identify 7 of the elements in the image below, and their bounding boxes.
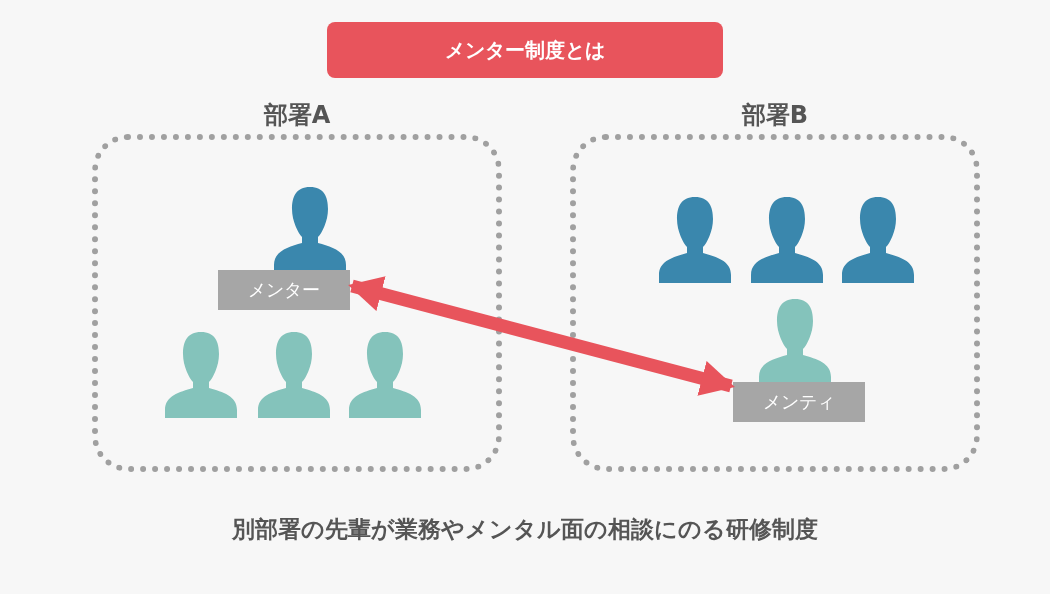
group-heading: 部署B — [740, 100, 810, 130]
role-label: メンティ — [733, 382, 865, 422]
role-label: メンター — [218, 270, 350, 310]
group-heading: 部署A — [262, 100, 332, 130]
double-arrow — [348, 276, 735, 396]
caption: 別部署の先輩が業務やメンタル面の相談にのる研修制度 — [231, 515, 819, 544]
title-banner: メンター制度とは — [327, 22, 723, 78]
